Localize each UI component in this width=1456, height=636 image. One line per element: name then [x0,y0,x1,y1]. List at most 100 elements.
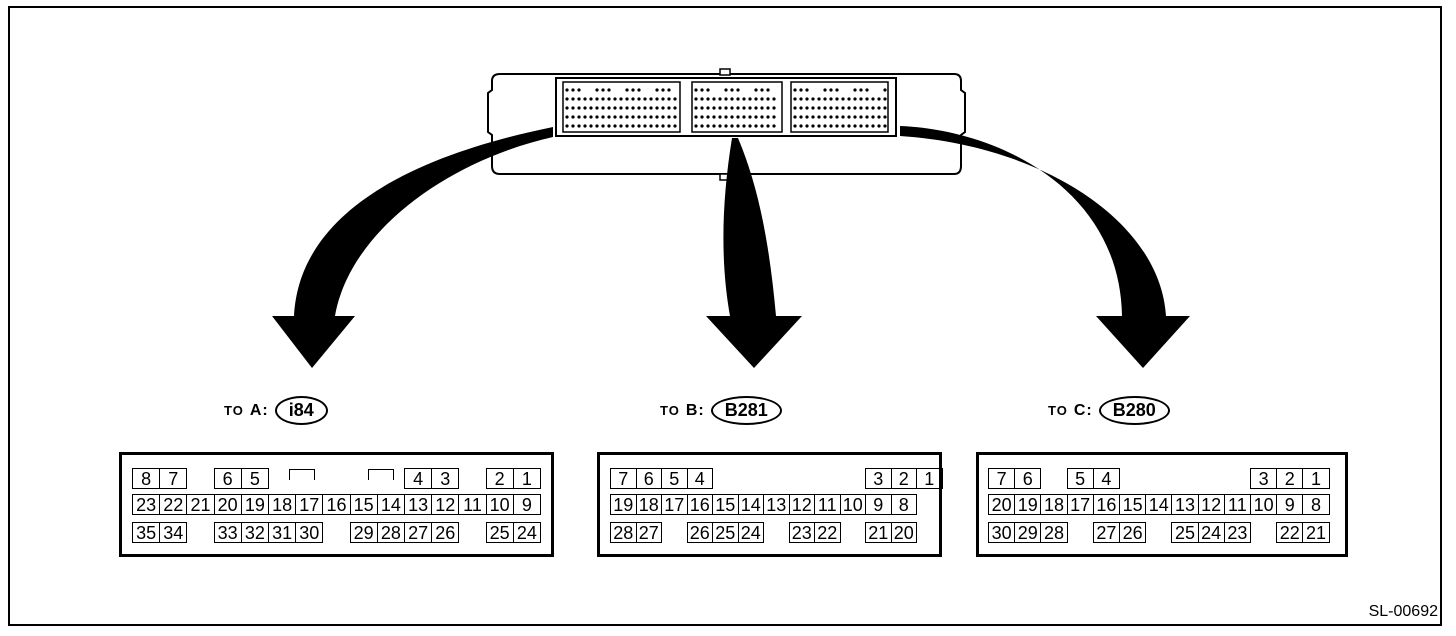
pin-23: 23 [1223,522,1251,543]
connector-name: B280 [1098,396,1170,425]
pin-3: 3 [431,468,460,489]
pin-12: 12 [788,494,815,515]
pin-empty [763,522,790,543]
pin-6: 6 [635,468,662,489]
connector-label-b: TO B: B281 [660,396,782,425]
pin-empty [840,522,867,543]
pin-11: 11 [458,494,487,515]
pin-5: 5 [240,468,269,489]
pin-12: 12 [1197,494,1225,515]
pin-28: 28 [610,522,637,543]
pin-empty [712,468,739,489]
pin-25: 25 [712,522,739,543]
pin-18: 18 [635,494,662,515]
pin-7: 7 [159,468,188,489]
pin-5: 5 [661,468,688,489]
pin-27: 27 [635,522,662,543]
pin-22: 22 [1276,522,1304,543]
pin-4: 4 [404,468,433,489]
pin-10: 10 [1250,494,1278,515]
pin-32: 32 [240,522,269,543]
pin-3: 3 [865,468,892,489]
pin-6: 6 [213,468,242,489]
pin-15: 15 [712,494,739,515]
arrow-to-C [900,126,1190,368]
pin-empty [1250,522,1277,543]
pin-23: 23 [132,494,161,515]
pin-empty [322,522,350,543]
pin-4: 4 [686,468,713,489]
pin-16: 16 [1092,494,1120,515]
diagram-frame [8,6,1442,626]
to-text: TO [224,403,244,418]
pin-11: 11 [1223,494,1251,515]
connector-letter: C: [1073,401,1093,419]
pin-2: 2 [1276,468,1304,489]
pin-35: 35 [132,522,161,543]
pin-17: 17 [295,494,324,515]
pin-7: 7 [988,468,1016,489]
pin-empty [186,468,214,489]
pin-empty [661,522,688,543]
pin-19: 19 [1014,494,1042,515]
pin-20: 20 [988,494,1016,515]
connector-label-c: TO C: B280 [1048,396,1170,425]
pin-2: 2 [485,468,514,489]
pin-empty [322,468,350,489]
connector-key-notch [289,469,315,480]
pin-8: 8 [890,494,917,515]
pin-empty [1171,468,1198,489]
pin-empty [1145,468,1172,489]
pin-14: 14 [1145,494,1173,515]
to-text: TO [660,403,680,418]
pin-15: 15 [1119,494,1147,515]
pin-16: 16 [322,494,351,515]
connector-key-notch [368,469,394,480]
pin-24: 24 [512,522,541,543]
pin-22: 22 [159,494,188,515]
pin-9: 9 [1276,494,1304,515]
pin-23: 23 [788,522,815,543]
pin-18: 18 [1040,494,1068,515]
pin-28: 28 [376,522,405,543]
pin-26: 26 [431,522,460,543]
pin-6: 6 [1014,468,1042,489]
pin-3: 3 [1250,468,1278,489]
pin-8: 8 [1302,494,1330,515]
pin-empty [458,522,486,543]
pin-10: 10 [839,494,866,515]
pin-31: 31 [268,522,297,543]
pin-25: 25 [485,522,514,543]
pin-21: 21 [1302,522,1330,543]
pin-1: 1 [512,468,541,489]
pin-5: 5 [1066,468,1094,489]
pin-10: 10 [485,494,514,515]
pin-13: 13 [763,494,790,515]
pin-1: 1 [1302,468,1330,489]
pin-1: 1 [916,468,943,489]
pin-empty [814,468,841,489]
pin-34: 34 [159,522,188,543]
pin-27: 27 [1092,522,1120,543]
pin-19: 19 [610,494,637,515]
pin-empty [1040,468,1067,489]
arrow-to-B [706,138,802,368]
connector-letter: A: [249,401,269,419]
pin-9: 9 [865,494,892,515]
pin-empty [738,468,765,489]
pin-11: 11 [814,494,841,515]
pin-4: 4 [1092,468,1120,489]
pin-15: 15 [349,494,378,515]
pin-33: 33 [213,522,242,543]
pin-empty [789,468,816,489]
connector-letter: B: [685,401,705,419]
pin-28: 28 [1040,522,1068,543]
pin-2: 2 [890,468,917,489]
pin-26: 26 [686,522,713,543]
pin-empty [1067,522,1094,543]
pin-empty [458,468,486,489]
pin-30: 30 [295,522,324,543]
pin-empty [1198,468,1225,489]
pin-21: 21 [186,494,215,515]
